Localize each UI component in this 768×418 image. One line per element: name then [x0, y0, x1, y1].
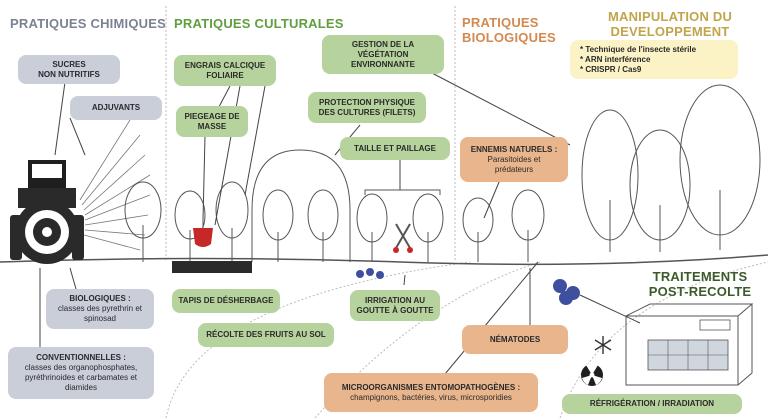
header-developpement-line1: MANIPULATION DU: [607, 9, 733, 24]
ground-line: [0, 254, 768, 266]
conventionnelles-title: CONVENTIONNELLES :: [36, 353, 126, 362]
header-developpement-line2: DEVELOPPEMENT: [610, 23, 730, 39]
trees: [124, 84, 761, 262]
pruning-frame: [364, 189, 441, 195]
box-biologiques: BIOLOGIQUES : classes des pyrethrin et s…: [46, 289, 154, 329]
gestion-line1: GESTION DE LA: [351, 39, 415, 49]
ennemis-title: ENNEMIS NATURELS :: [470, 144, 558, 154]
developpement-item: * ARN interférence: [580, 54, 651, 64]
box-irrigation: IRRIGATION AU GOUTTE À GOUTTE: [350, 290, 440, 321]
box-protection-physique: PROTECTION PHYSIQUE DES CULTURES (FILETS…: [308, 92, 426, 123]
header-pratiques-chimiques: PRATIQUES CHIMIQUES: [10, 16, 166, 31]
header-post-recolte-line2: POST-RECOLTE: [648, 283, 752, 299]
biologiques-detail: classes des pyrethrin et spinosad: [57, 304, 143, 323]
box-gestion-vegetation: GESTION DE LA VÉGÉTATION ENVIRONNANTE: [322, 35, 444, 74]
tapis-label: TAPIS DE DÉSHERBAGE: [178, 296, 274, 305]
divider-curve-left: [165, 261, 471, 418]
developpement-item: * CRISPR / Cas9: [580, 64, 642, 74]
ennemis-line3: prédateurs: [494, 164, 534, 174]
recolte-label: RÉCOLTE DES FRUITS AU SOL: [206, 330, 326, 339]
piegeage-line1: PIEGEAGE DE: [184, 111, 240, 121]
box-refrigeration-irradiation: RÉFRIGÉRATION / IRRADIATION: [562, 394, 742, 414]
box-engrais-calcique: ENGRAIS CALCIQUE FOLIAIRE: [174, 55, 276, 86]
snowflake-icon: [594, 336, 612, 354]
gestion-line3: ENVIRONNANTE: [350, 59, 415, 69]
conventionnelles-detail: classes des organophosphates, pyréthrino…: [24, 363, 138, 392]
box-sucres-non-nutritifs: SUCRES NON NUTRITIFS: [18, 55, 120, 84]
micro-detail: champignons, bactéries, virus, microspor…: [350, 392, 512, 402]
ennemis-line2: Parasitoides et: [487, 154, 541, 164]
box-ennemis-naturels: ENNEMIS NATURELS : Parasitoides et préda…: [460, 137, 568, 182]
protection-line2: DES CULTURES (FILETS): [318, 107, 416, 117]
sucres-line1: SUCRES: [52, 59, 86, 69]
header-traitements-post-recolte: TRAITEMENTS POST-RECOLTE: [640, 269, 760, 300]
engrais-line1: ENGRAIS CALCIQUE: [184, 60, 266, 70]
cold-room-icon: [625, 303, 754, 386]
taille-label: TAILLE ET PAILLAGE: [354, 143, 436, 153]
engrais-line2: FOLIAIRE: [206, 70, 244, 80]
trap-icon: [193, 220, 213, 247]
box-tapis-desherbage: TAPIS DE DÉSHERBAGE: [172, 289, 280, 313]
box-recolte-fruits-sol: RÉCOLTE DES FRUITS AU SOL: [198, 323, 334, 347]
net-dome: [251, 149, 351, 262]
blueberry-icon: [356, 268, 580, 305]
micro-title: MICROORGANISMES ENTOMOPATHOGÈNES :: [341, 382, 521, 392]
header-manipulation-developpement: MANIPULATION DU DEVELOPPEMENT: [588, 9, 752, 40]
box-conventionnelles: CONVENTIONNELLES : classes des organopho…: [8, 347, 154, 399]
weed-mat: [172, 261, 252, 273]
irrigation-line1: IRRIGATION AU: [365, 295, 425, 305]
irrigation-line2: GOUTTE À GOUTTE: [356, 305, 434, 315]
pruning-shears-icon: [393, 223, 413, 253]
developpement-item: * Technique de l'insecte stérile: [580, 44, 697, 54]
box-adjuvants: ADJUVANTS: [70, 96, 162, 120]
header-biologiques-line1: PRATIQUES: [462, 15, 539, 30]
box-taille-paillage: TAILLE ET PAILLAGE: [340, 137, 450, 160]
header-pratiques-culturales: PRATIQUES CULTURALES: [174, 16, 344, 31]
header-pratiques-biologiques: PRATIQUES BIOLOGIQUES: [462, 15, 556, 46]
sucres-line2: NON NUTRITIFS: [38, 69, 100, 79]
piegeage-line2: MASSE: [197, 121, 227, 131]
gestion-line2: VÉGÉTATION: [357, 49, 409, 59]
biologiques-title: BIOLOGIQUES :: [69, 294, 131, 303]
tractor-icon: [10, 160, 84, 264]
refrigeration-label: RÉFRIGÉRATION / IRRADIATION: [589, 399, 715, 408]
connector-lines: [39, 71, 641, 381]
radiation-icon: [581, 363, 603, 386]
divider-curve-mid: [314, 261, 541, 418]
header-post-recolte-line1: TRAITEMENTS: [652, 269, 748, 284]
adjuvants-label: ADJUVANTS: [91, 103, 141, 112]
spray-lines: [79, 119, 151, 251]
header-biologiques-line2: BIOLOGIQUES: [462, 29, 556, 45]
protection-line1: PROTECTION PHYSIQUE: [318, 97, 415, 107]
nematodes-label: NÉMATODES: [489, 334, 541, 344]
box-developpement-techniques: * Technique de l'insecte stérile * ARN i…: [570, 40, 738, 79]
box-nematodes: NÉMATODES: [462, 325, 568, 354]
box-microorganismes: MICROORGANISMES ENTOMOPATHOGÈNES : champ…: [324, 373, 538, 412]
box-piegeage-masse: PIEGEAGE DE MASSE: [176, 106, 248, 137]
